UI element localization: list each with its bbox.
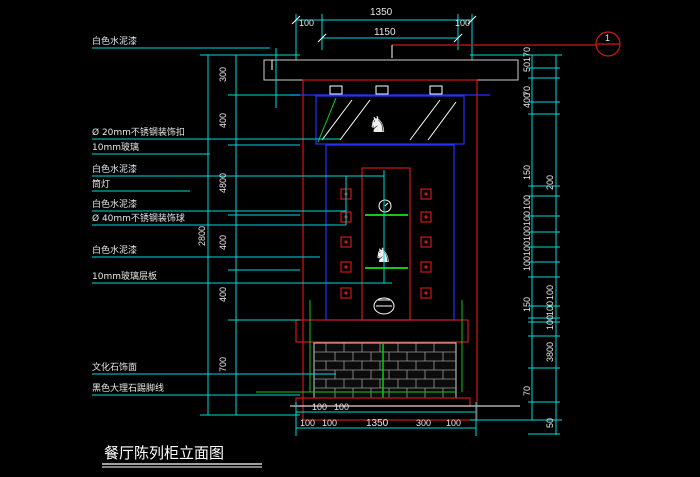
- dim-right-offset: 100: [455, 18, 470, 28]
- dim-right-16: 70: [522, 386, 532, 396]
- dim-left-offset: 100: [299, 18, 314, 28]
- glass-display-box: [315, 95, 465, 145]
- leader-connectors: [275, 48, 385, 283]
- dim-right-0: 50: [522, 62, 532, 72]
- downlight: [429, 85, 443, 95]
- tick: [467, 15, 477, 25]
- dim-bottom-100-a: 100: [312, 402, 327, 412]
- glass-hatching: [317, 97, 457, 143]
- dim-right-5: 200: [545, 175, 555, 190]
- dim-right-17: 50: [545, 418, 555, 428]
- downlight: [375, 85, 389, 95]
- label-white-paint-3: 白色水泥漆: [92, 198, 137, 210]
- outer-frame: [302, 79, 478, 421]
- dim-left-4800: 4800: [218, 173, 228, 193]
- horse-ornament-icon: ♞: [374, 243, 392, 267]
- label-glass-shelf: 10mm玻璃层板: [92, 270, 157, 282]
- tick: [317, 33, 327, 43]
- cabinet-elevation: ♞ ♞: [256, 59, 520, 421]
- label-white-paint-4: 白色水泥漆: [92, 244, 137, 256]
- base-step: [295, 319, 469, 343]
- dim-bottom2-100-c: 100: [446, 418, 461, 428]
- label-glass: 10mm玻璃: [92, 141, 139, 153]
- dim-overall-width: 1350: [370, 7, 393, 18]
- clock-ornament-icon: [378, 199, 392, 213]
- dim-right-11: 150: [522, 297, 532, 312]
- dim-left-400-a: 400: [218, 113, 228, 128]
- dim-left-2800: 2800: [197, 226, 207, 246]
- label-black-marble-skirting: 黑色大理石踢脚线: [92, 382, 164, 394]
- label-downlight: 筒灯: [92, 178, 110, 190]
- material-labels: 白色水泥漆 Ø 20mm不锈钢装饰扣 10mm玻璃 白色水泥漆 筒灯 白色水泥漆…: [92, 35, 392, 396]
- dim-bottom-100-b: 100: [334, 402, 349, 412]
- horse-sculpture-icon: ♞: [368, 113, 388, 138]
- label-steel-buckle: Ø 20mm不锈钢装饰扣: [92, 126, 185, 138]
- dim-left-300: 300: [218, 67, 228, 82]
- decorative-studs-right: [420, 188, 432, 299]
- dim-right-14: 100: [545, 315, 555, 330]
- dim-left-400-b: 400: [218, 235, 228, 250]
- top-cornice: [263, 59, 519, 81]
- dim-bottom2-100-a: 100: [300, 418, 315, 428]
- tick: [291, 15, 301, 25]
- downlight: [329, 85, 343, 95]
- vase-ornament-icon: [373, 297, 395, 315]
- left-dimensions: 300 400 4800 400 400 700 2800: [197, 54, 300, 416]
- tick: [453, 33, 463, 43]
- dim-right-3: 70: [522, 86, 532, 96]
- dim-right-10: 100: [522, 256, 532, 271]
- dim-inner-width: 1150: [374, 27, 396, 38]
- label-culture-stone: 文化石饰面: [92, 361, 137, 373]
- stone-texture: [314, 343, 456, 398]
- label-steel-ball: Ø 40mm不锈钢装饰球: [92, 212, 185, 224]
- top-dimensions: 1350 100 100 1150: [291, 7, 477, 60]
- dim-bottom2-100-b: 100: [322, 418, 337, 428]
- dim-right-1: 170: [522, 47, 532, 62]
- section-callout: 1: [391, 31, 621, 58]
- label-white-paint-2: 白色水泥漆: [92, 163, 137, 175]
- dim-right-7: 100: [522, 211, 532, 226]
- callout-number: 1: [605, 33, 610, 43]
- dim-bottom2-300: 300: [416, 418, 431, 428]
- right-dimensions: 5017040070150200100100100100100150100100…: [470, 47, 562, 435]
- dim-right-9: 100: [522, 241, 532, 256]
- dim-right-2: 400: [522, 93, 532, 108]
- dim-right-15: 3800: [545, 342, 555, 362]
- dim-right-6: 100: [522, 195, 532, 210]
- dim-right-4: 150: [522, 165, 532, 180]
- drawing-title: 餐厅陈列柜立面图: [104, 444, 224, 462]
- dim-left-700: 700: [218, 357, 228, 372]
- dim-right-12: 100: [545, 285, 555, 300]
- dim-bottom2-1350: 1350: [366, 418, 389, 429]
- bottom-dimensions: 100 100 100 100 1350 300 100: [295, 402, 477, 436]
- label-white-paint-1: 白色水泥漆: [92, 35, 137, 47]
- dim-right-13: 100: [545, 301, 555, 316]
- dim-right-8: 100: [522, 226, 532, 241]
- dim-left-400-c: 400: [218, 287, 228, 302]
